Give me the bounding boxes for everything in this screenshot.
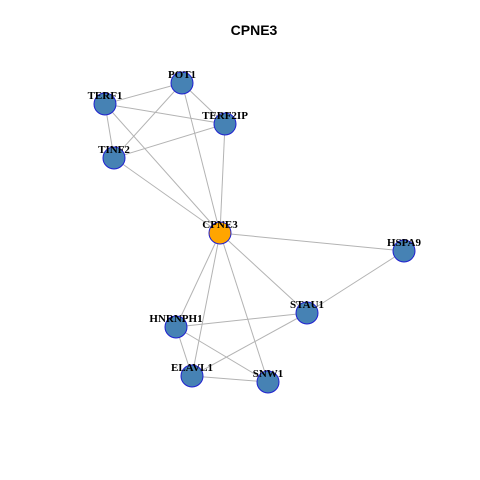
diagram-title: CPNE3	[231, 22, 278, 38]
node-tinf2[interactable]	[102, 146, 126, 170]
edge-tinf2-cpne3	[113, 157, 221, 234]
edge-pot1-tinf2	[113, 82, 183, 159]
node-label-terf1: TERF1	[88, 90, 123, 102]
edge-terf2ip-cpne3	[219, 123, 226, 234]
edge-terf2ip-tinf2	[113, 123, 226, 159]
node-label-pot1: POT1	[168, 69, 196, 81]
node-label-snw1: SNW1	[253, 368, 284, 380]
node-snw1[interactable]	[256, 370, 280, 394]
node-label-elavl1: ELAVL1	[171, 362, 213, 374]
node-label-stau1: STAU1	[290, 299, 324, 311]
edge-pot1-terf1	[104, 82, 183, 105]
node-cpne3[interactable]	[208, 221, 232, 245]
edge-terf1-cpne3	[104, 103, 221, 234]
node-hnrnph1[interactable]	[164, 315, 188, 339]
edge-cpne3-hnrnph1	[175, 232, 221, 328]
edge-cpne3-hspa9	[219, 232, 405, 252]
edge-cpne3-stau1	[219, 232, 308, 314]
edge-stau1-hnrnph1	[175, 312, 308, 328]
node-label-hspa9: HSPA9	[387, 237, 422, 249]
node-pot1[interactable]	[170, 71, 194, 95]
node-hspa9[interactable]	[392, 239, 416, 263]
edge-pot1-cpne3	[181, 82, 221, 234]
edge-cpne3-elavl1	[191, 232, 221, 377]
node-label-terf2ip: TERF2IP	[202, 110, 248, 122]
node-elavl1[interactable]	[180, 364, 204, 388]
edge-hspa9-stau1	[306, 250, 405, 314]
node-layer	[93, 71, 416, 394]
edge-hnrnph1-snw1	[175, 326, 269, 383]
node-stau1[interactable]	[295, 301, 319, 325]
node-terf2ip[interactable]	[213, 112, 237, 136]
node-label-cpne3: CPNE3	[202, 219, 238, 231]
node-label-tinf2: TINF2	[98, 144, 130, 156]
node-label-hnrnph1: HNRNPH1	[149, 313, 202, 325]
edge-cpne3-snw1	[219, 232, 269, 383]
edge-layer	[104, 82, 405, 383]
edge-terf1-terf2ip	[104, 103, 226, 125]
edge-stau1-elavl1	[191, 312, 308, 377]
node-terf1[interactable]	[93, 92, 117, 116]
edge-elavl1-snw1	[191, 375, 269, 383]
